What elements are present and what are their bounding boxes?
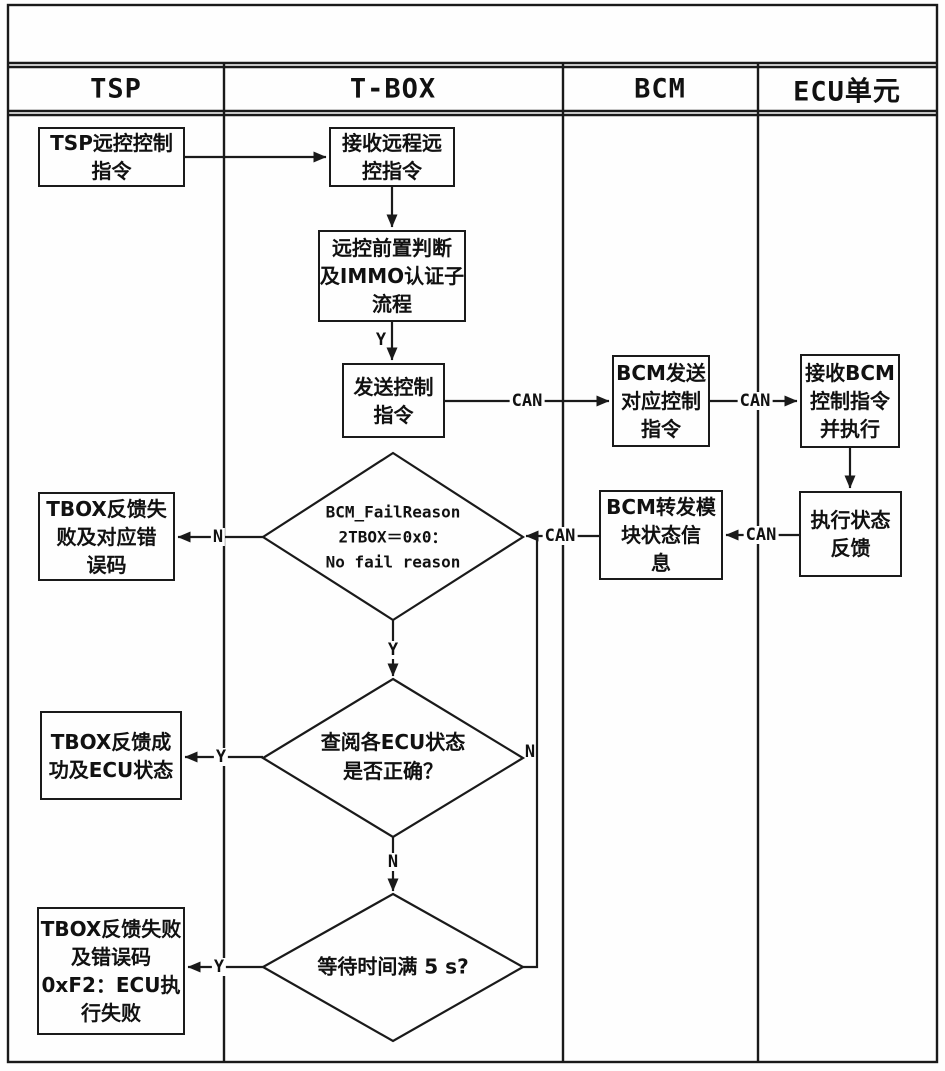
decision-fail-reason-text: BCM_FailReason 2TBOX＝0x0： No fail reason [325, 502, 461, 572]
edge-label-can-bcm-tbox: CAN [542, 526, 578, 546]
outer-frame [6, 3, 939, 1064]
edge-label-y-ecu-status: Y [213, 747, 229, 767]
loop-wait-n-to-failreason [523, 536, 539, 969]
decision-ecu-status-text: 查阅各ECU状态 是否正确？ [320, 730, 466, 783]
node-bcm-forward-status: BCM转发模 块状态信 息 [599, 490, 723, 580]
flow-arrows [177, 151, 856, 973]
node-tsp-remote-cmd: TSP远控控制 指令 [38, 127, 185, 187]
node-tbox-feedback-success: TBOX反馈成 功及ECU状态 [40, 711, 182, 800]
edge-label-can-ecu-bcm: CAN [743, 525, 779, 545]
edge-label-y-fail-reason: Y [385, 640, 401, 660]
node-bcm-send-cmd: BCM发送 对应控制 指令 [612, 355, 710, 447]
edge-label-n-fail-reason: N [210, 527, 226, 547]
edge-label-y-precheck: Y [375, 330, 387, 350]
edge-label-can-tbox-bcm: CAN [509, 391, 545, 411]
node-remote-precheck: 远控前置判断 及IMMO认证子 流程 [318, 230, 466, 322]
node-receive-remote-cmd: 接收远程远 控指令 [329, 127, 455, 187]
decision-wait-5s-text: 等待时间满 5 s? [317, 954, 469, 979]
lane-header-tsp: TSP [90, 73, 142, 105]
lane-header-tbox: T-BOX [349, 73, 437, 105]
node-exec-status-feedback: 执行状态 反馈 [799, 491, 902, 577]
node-send-control-cmd: 发送控制 指令 [342, 363, 445, 438]
edge-label-n-ecu-status: N [385, 852, 401, 872]
node-ecu-receive-execute: 接收BCM 控制指令 并执行 [800, 354, 900, 448]
node-tbox-feedback-fail: TBOX反馈失 败及对应错 误码 [38, 492, 175, 581]
lane-header-ecu: ECU单元 [793, 76, 901, 108]
lane-header-bcm: BCM [634, 73, 686, 105]
node-tbox-feedback-fail-0xf2: TBOX反馈失败 及错误码 0xF2：ECU执 行失败 [37, 907, 185, 1035]
edge-label-y-wait: Y [211, 957, 227, 977]
decision-wait-5s-shape [260, 892, 526, 1043]
swimlane-frame [6, 3, 939, 1064]
edge-label-n-wait-loop: N [524, 742, 536, 762]
edge-label-can-bcm-ecu: CAN [737, 391, 773, 411]
